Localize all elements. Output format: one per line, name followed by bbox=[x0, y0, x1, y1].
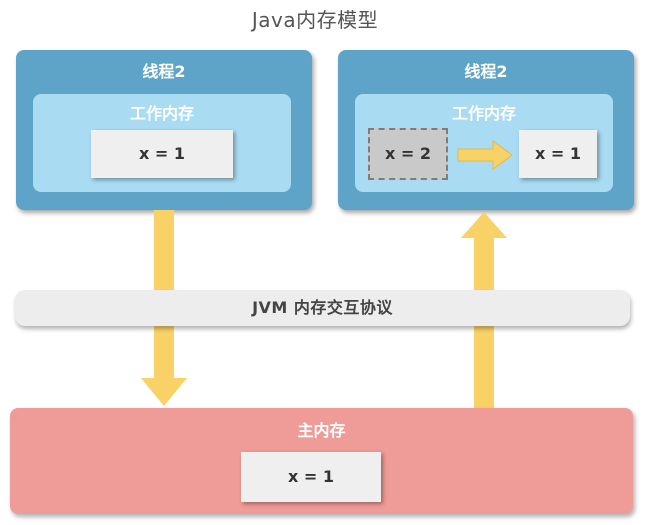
main-memory-box: 主内存 x = 1 bbox=[10, 408, 633, 514]
thread-left-box: 线程2 工作内存 x = 1 bbox=[16, 50, 312, 210]
thread-right-work-memory-label: 工作内存 bbox=[451, 104, 516, 123]
thread-right-new-value: x = 1 bbox=[519, 130, 597, 178]
thread-right-label: 线程2 bbox=[464, 62, 508, 81]
thread-left-work-memory: 工作内存 x = 1 bbox=[33, 94, 291, 192]
diagram-title: Java内存模型 bbox=[251, 8, 379, 32]
thread-right-box: 线程2 工作内存 x = 2 x = 1 bbox=[338, 50, 634, 210]
main-memory-label: 主内存 bbox=[297, 421, 346, 440]
left-arrow-upper-shaft bbox=[154, 210, 174, 290]
left-arrow-lower-head bbox=[141, 326, 187, 406]
main-memory-value: x = 1 bbox=[241, 452, 381, 502]
update-arrow bbox=[457, 140, 513, 170]
thread-left-label: 线程2 bbox=[142, 62, 186, 81]
thread-left-value: x = 1 bbox=[91, 130, 233, 178]
thread-left-work-memory-label: 工作内存 bbox=[129, 104, 194, 123]
right-arrow-lower-shaft bbox=[474, 326, 494, 408]
right-arrow-upper-head bbox=[461, 212, 507, 290]
jvm-protocol-bar: JVM 内存交互协议 bbox=[15, 290, 630, 326]
thread-right-old-value: x = 2 bbox=[368, 128, 448, 180]
thread-right-work-memory: 工作内存 x = 2 x = 1 bbox=[355, 94, 613, 192]
